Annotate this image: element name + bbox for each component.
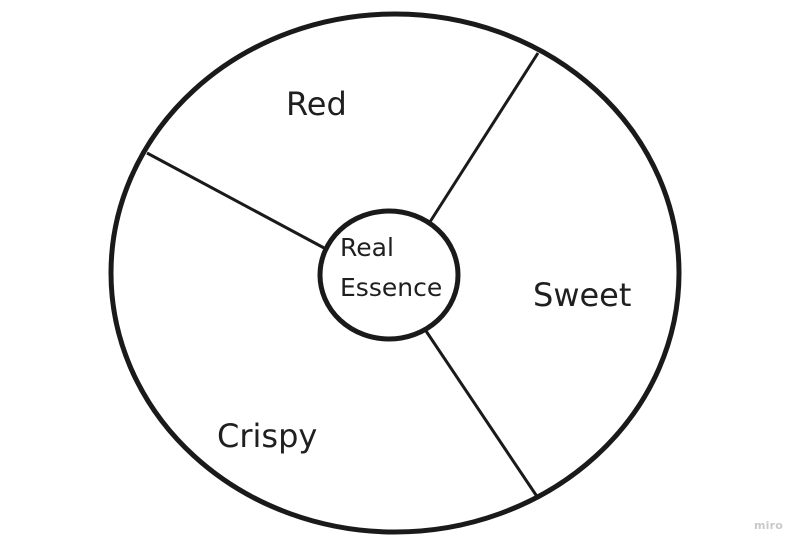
- segment-label-crispy: Crispy: [217, 417, 318, 455]
- segment-label-sweet: Sweet: [533, 276, 632, 314]
- center-label-line2: Essence: [340, 273, 443, 302]
- segment-label-red: Red: [286, 85, 347, 123]
- miro-watermark: miro: [753, 519, 783, 532]
- inner-circle: [317, 208, 461, 342]
- divider-line-left: [146, 151, 327, 251]
- center-label-line1: Real: [340, 233, 394, 262]
- outer-circle: [108, 11, 682, 535]
- divider-line-lower-right: [422, 327, 540, 499]
- divider-line-upper-right: [426, 52, 540, 226]
